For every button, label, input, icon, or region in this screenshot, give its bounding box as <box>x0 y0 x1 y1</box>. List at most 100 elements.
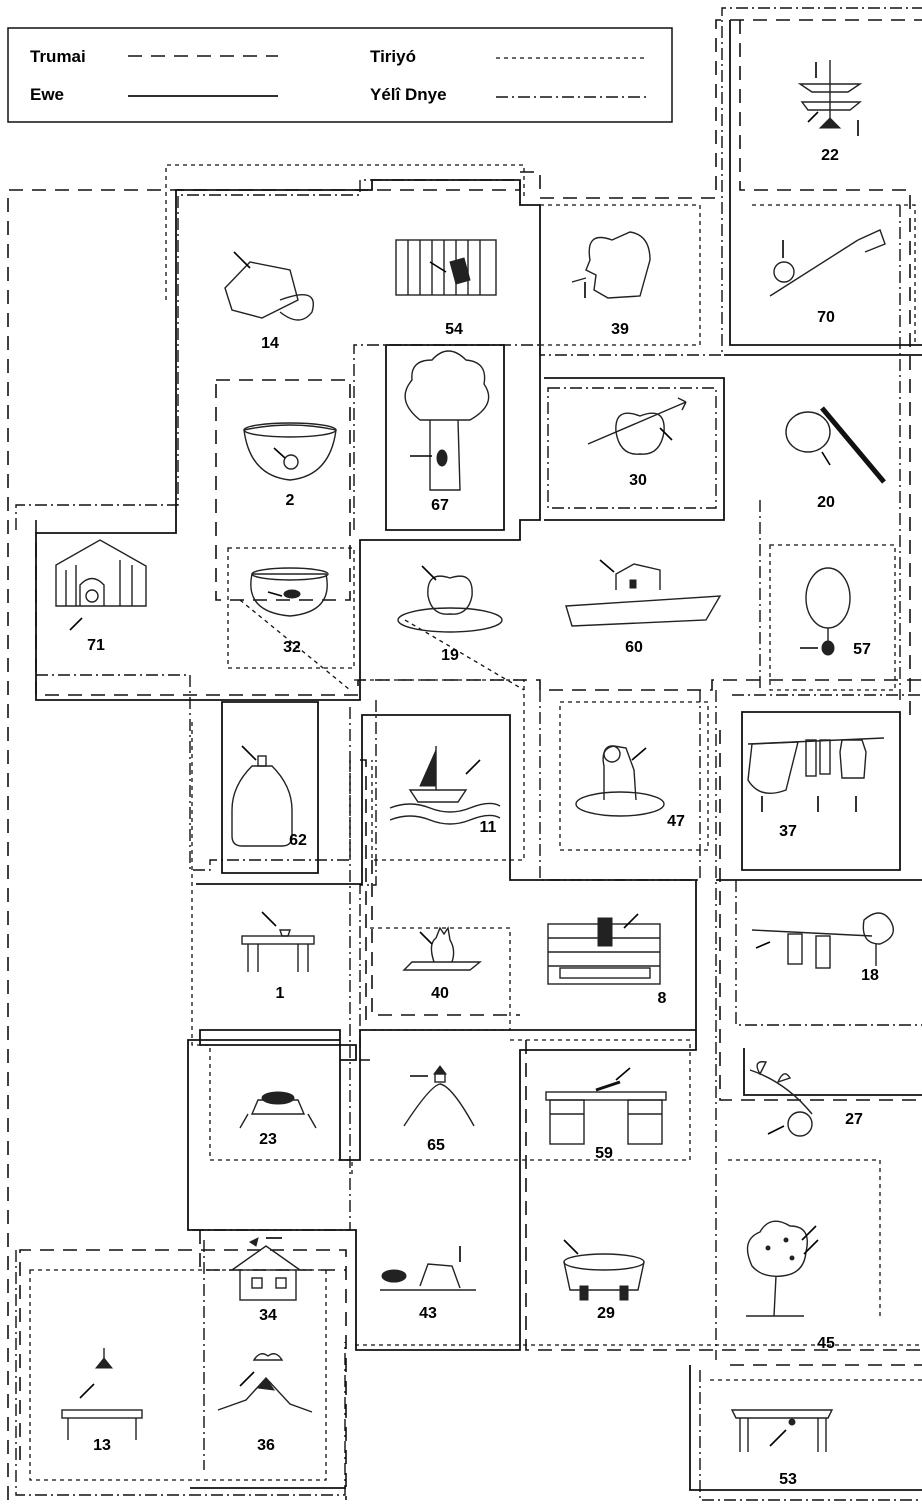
cell-34: 34 <box>232 1238 300 1324</box>
picture-number: 57 <box>853 641 871 658</box>
picture-number: 60 <box>625 639 643 656</box>
cell-29: 29 <box>564 1240 644 1322</box>
fruit-tree-icon <box>746 1221 818 1316</box>
legend-label-yeli-dnye: Yélî Dnye <box>370 85 447 104</box>
caged-animal-icon <box>396 240 496 295</box>
cell-54: 54 <box>396 240 496 338</box>
cell-8: 8 <box>548 914 667 1007</box>
cell-40: 40 <box>404 928 480 1002</box>
man-smoking-icon <box>572 232 650 298</box>
fruit-in-bowl-icon <box>244 423 336 480</box>
legend-label-trumai: Trumai <box>30 47 86 66</box>
picture-number: 67 <box>431 497 449 514</box>
picture-number: 59 <box>595 1145 613 1162</box>
cell-71: 71 <box>56 540 146 654</box>
clothes-on-line-icon <box>748 738 884 812</box>
picture-number: 36 <box>257 1437 275 1454</box>
picture-number: 22 <box>821 147 839 164</box>
picture-number: 62 <box>289 832 307 849</box>
picture-number: 65 <box>427 1137 445 1154</box>
picture-number: 47 <box>667 813 685 830</box>
tablecloth-icon <box>564 1240 644 1300</box>
yeli-dnye-boundaries <box>16 8 922 1500</box>
clothesline-tree-icon <box>752 913 893 968</box>
picture-number: 40 <box>431 985 449 1002</box>
cat-on-mat-icon <box>404 928 480 970</box>
picture-number: 20 <box>817 494 835 511</box>
cell-18: 18 <box>752 913 893 984</box>
cell-37: 37 <box>748 738 884 840</box>
balloon-weight-icon <box>800 568 850 655</box>
picture-number: 29 <box>597 1305 615 1322</box>
legend-label-tiriyo: Tiriyó <box>370 47 416 66</box>
picture-number: 54 <box>445 321 463 338</box>
picture-number: 30 <box>629 472 647 489</box>
picture-number: 18 <box>861 967 879 984</box>
fruit-on-branch-icon <box>750 1062 812 1136</box>
cell-70: 70 <box>770 230 885 326</box>
hole-in-tree-icon <box>405 351 489 490</box>
picture-number: 23 <box>259 1131 277 1148</box>
picture-number: 27 <box>845 1111 863 1128</box>
house-on-hill-icon <box>404 1066 474 1126</box>
picture-number: 34 <box>259 1307 277 1324</box>
pen-on-desk-icon <box>546 1068 666 1144</box>
picture-number: 71 <box>87 637 105 654</box>
cell-62: 62 <box>232 746 307 849</box>
house-in-field-icon <box>566 560 720 626</box>
picture-number: 2 <box>286 492 295 509</box>
cell-22: 22 <box>800 60 860 164</box>
hat-on-stump-icon <box>240 1092 316 1128</box>
hoop-on-stick-icon <box>786 408 884 482</box>
picture-number: 14 <box>261 335 279 352</box>
mobile-hanging-icon <box>800 60 860 136</box>
picture-number: 19 <box>441 647 459 664</box>
picture-number: 32 <box>283 639 301 656</box>
cell-59: 59 <box>546 1068 666 1162</box>
gum-under-table-icon <box>732 1410 832 1452</box>
hat-by-stump-icon <box>380 1246 476 1290</box>
cell-39: 39 <box>572 232 650 338</box>
bottle-cork-icon <box>232 746 292 846</box>
cell-57: 57 <box>800 568 871 658</box>
apple-pierced-arrow-icon <box>588 398 686 454</box>
trumai-boundaries <box>8 20 922 1500</box>
boat-on-water-icon <box>390 746 500 824</box>
cup-on-table-icon <box>242 912 314 972</box>
cell-45: 45 <box>746 1221 835 1352</box>
fish-in-bowl-icon <box>251 568 328 616</box>
picture-number: 53 <box>779 1471 797 1488</box>
dog-in-kennel-icon <box>56 540 146 630</box>
cell-1: 1 <box>242 912 314 1002</box>
apple-skewered-icon <box>770 230 885 296</box>
picture-number: 1 <box>276 985 285 1002</box>
cell-47: 47 <box>576 746 685 830</box>
cell-13: 13 <box>62 1348 142 1454</box>
picture-number: 37 <box>779 823 797 840</box>
picture-number: 43 <box>419 1305 437 1322</box>
cell-11: 11 <box>390 746 500 836</box>
picture-number: 8 <box>658 990 667 1007</box>
picture-number: 70 <box>817 309 835 326</box>
cell-43: 43 <box>380 1246 476 1322</box>
picture-number: 39 <box>611 321 629 338</box>
cell-14: 14 <box>225 252 313 352</box>
apple-on-plate-icon <box>398 566 502 632</box>
cell-32: 32 <box>251 568 328 656</box>
bag-icon <box>225 252 313 320</box>
cell-27: 27 <box>750 1062 863 1136</box>
legend: Trumai Tiriyó Ewe Yélî Dnye <box>8 28 672 122</box>
cloud-over-mountain-icon <box>218 1354 312 1412</box>
bird-on-roof-icon <box>232 1238 300 1300</box>
picture-number: 13 <box>93 1437 111 1454</box>
pipe-in-wall-icon <box>548 914 660 984</box>
cell-67: 67 <box>405 351 489 514</box>
cell-60: 60 <box>566 560 720 656</box>
picture-number: 45 <box>817 1335 835 1352</box>
cell-2: 2 <box>244 423 336 509</box>
lamp-over-table-icon <box>62 1348 142 1440</box>
legend-label-ewe: Ewe <box>30 85 64 104</box>
picture-number: 11 <box>480 819 497 836</box>
cell-65: 65 <box>404 1066 474 1154</box>
